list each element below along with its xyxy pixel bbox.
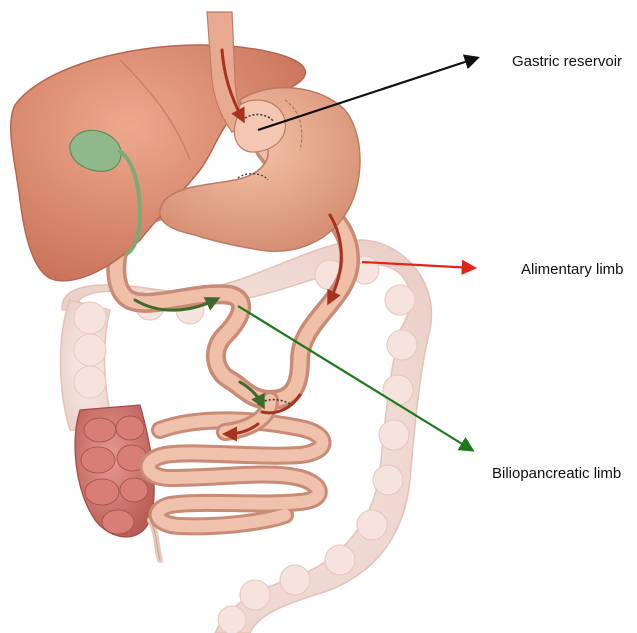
alimentary-limb-label: Alimentary limb (521, 261, 624, 278)
gastric-reservoir-label: Gastric reservoir (512, 53, 622, 70)
biliopancreatic-limb-label: Biliopancreatic limb (492, 465, 621, 482)
cecum (75, 405, 160, 560)
